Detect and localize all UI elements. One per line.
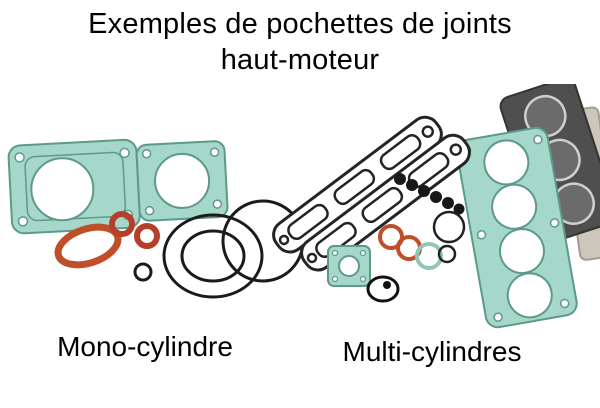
cylinder-bore-hole — [524, 94, 567, 138]
bolt-hole — [359, 275, 367, 283]
caption-mono-cylinder: Mono-cylindre — [57, 331, 233, 362]
bolt-hole — [549, 218, 560, 228]
valve-seal — [453, 203, 465, 215]
valve-seals — [394, 173, 465, 215]
title-line-1: Exemples de pochettes de joints — [88, 8, 512, 40]
bolt-hole — [533, 134, 543, 145]
bolt-hole — [331, 249, 339, 257]
bolt-hole — [331, 275, 339, 283]
valve-seal — [442, 197, 454, 209]
cylinder-bore-hole — [30, 157, 95, 222]
teal-oring — [415, 242, 443, 270]
large-oring — [162, 213, 264, 299]
bolt-hole — [141, 149, 152, 159]
bolt-hole — [476, 230, 487, 240]
bolt-hole — [493, 312, 503, 322]
valve-seal — [394, 173, 406, 185]
cylinder-bore-hole — [506, 272, 553, 319]
small-oring — [133, 262, 153, 282]
bolt-hole — [14, 152, 25, 163]
bolt-hole — [17, 216, 29, 227]
mono-cylinder-kit — [7, 138, 305, 299]
bolt-hole — [559, 298, 570, 309]
oring — [366, 275, 400, 303]
valve-seal — [430, 191, 442, 203]
orange-oring — [378, 224, 404, 250]
grommet — [383, 281, 391, 289]
title-line-2: haut-moteur — [220, 44, 380, 76]
valve-seal — [418, 185, 430, 197]
orange-oval-gasket — [54, 223, 122, 269]
orange-oring — [109, 211, 135, 237]
oring — [437, 244, 457, 264]
small-orings — [378, 210, 466, 270]
cylinder-bore-hole — [154, 152, 211, 209]
multi-cylinder-kit — [266, 84, 600, 329]
valve-seal — [406, 179, 418, 191]
small-teal-gasket — [327, 245, 371, 287]
oring — [432, 210, 466, 244]
bolt-hole — [119, 147, 130, 159]
orange-oring — [134, 223, 160, 249]
multi-head-gasket — [455, 126, 578, 329]
gasket-inner-contour — [24, 151, 127, 222]
inner-oring — [180, 229, 246, 283]
ring-with-grommet — [366, 275, 400, 303]
page-title: Exemples de pochettes de joints haut-mot… — [0, 6, 600, 78]
bolt-hole — [144, 205, 155, 216]
bolt-hole — [359, 249, 367, 257]
bolt-hole — [209, 147, 220, 157]
bolt-hole — [212, 199, 223, 209]
caption-multi-cylinder: Multi-cylindres — [342, 336, 522, 367]
gasket-kits-illustration — [7, 84, 600, 329]
center-hole — [338, 255, 360, 277]
